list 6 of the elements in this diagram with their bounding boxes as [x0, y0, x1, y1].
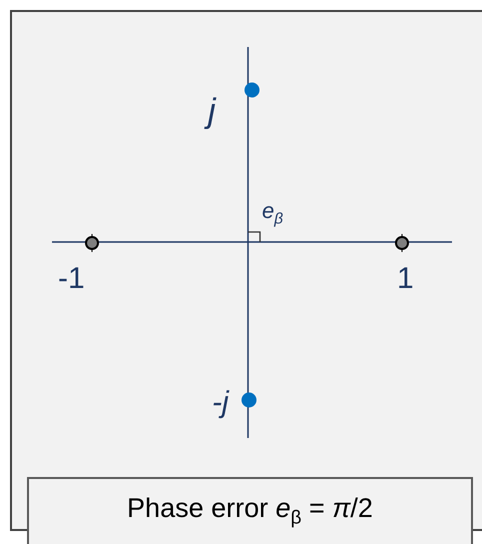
- angle-label: e$_{β}$: [262, 200, 284, 227]
- axis-label: -1: [58, 264, 85, 294]
- caption-box: [27, 477, 473, 544]
- caption-text: Phase error e$_{β}$ = π/2: [127, 493, 373, 530]
- axis-label: 1: [397, 264, 414, 294]
- axis-label: -j: [212, 388, 229, 418]
